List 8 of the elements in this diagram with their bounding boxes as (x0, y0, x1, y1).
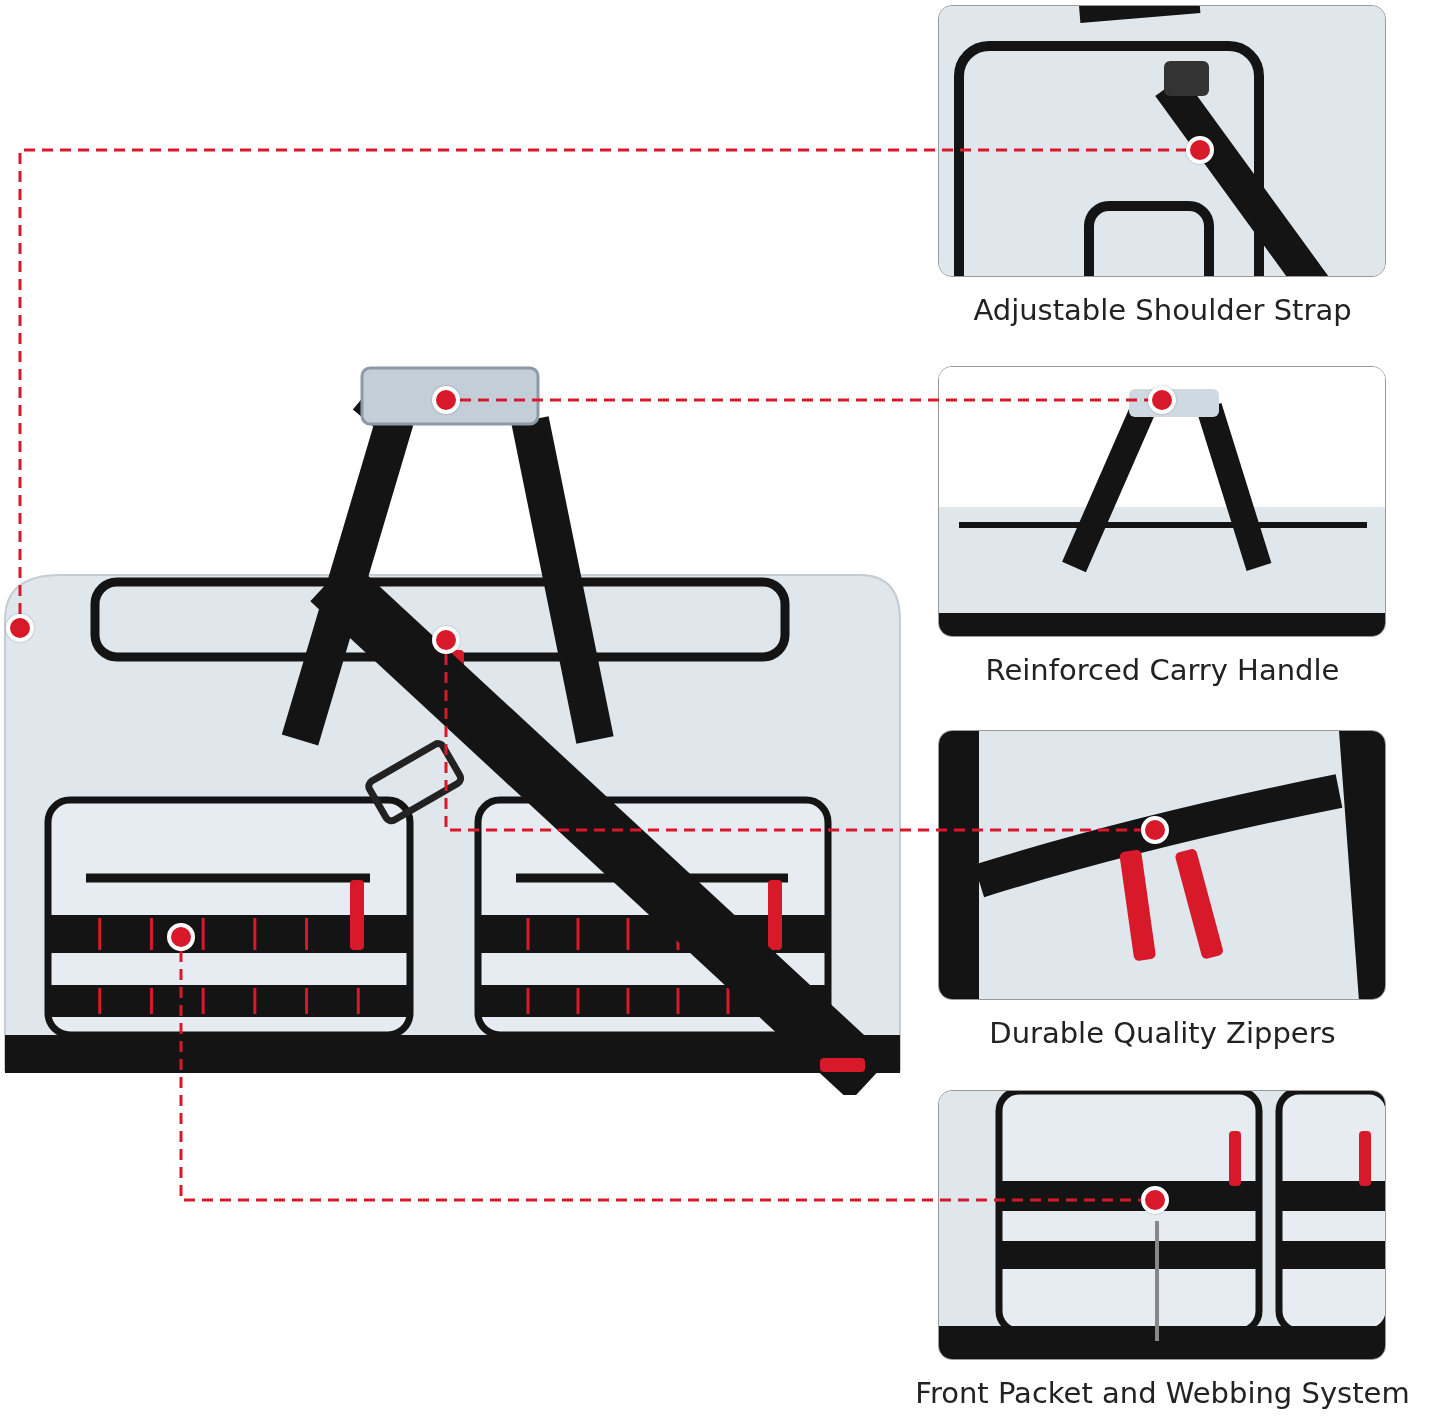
feature-label: Front Packet and Webbing System (914, 1376, 1411, 1410)
feature-label: Adjustable Shoulder Strap (972, 293, 1353, 327)
feature-label: Reinforced Carry Handle (984, 653, 1341, 687)
leader-line (18, 148, 1186, 614)
feature-label: Durable Quality Zippers (988, 1016, 1337, 1050)
leader-line (460, 398, 1148, 402)
leader-line (444, 654, 1141, 832)
leader-line (179, 951, 1141, 1202)
